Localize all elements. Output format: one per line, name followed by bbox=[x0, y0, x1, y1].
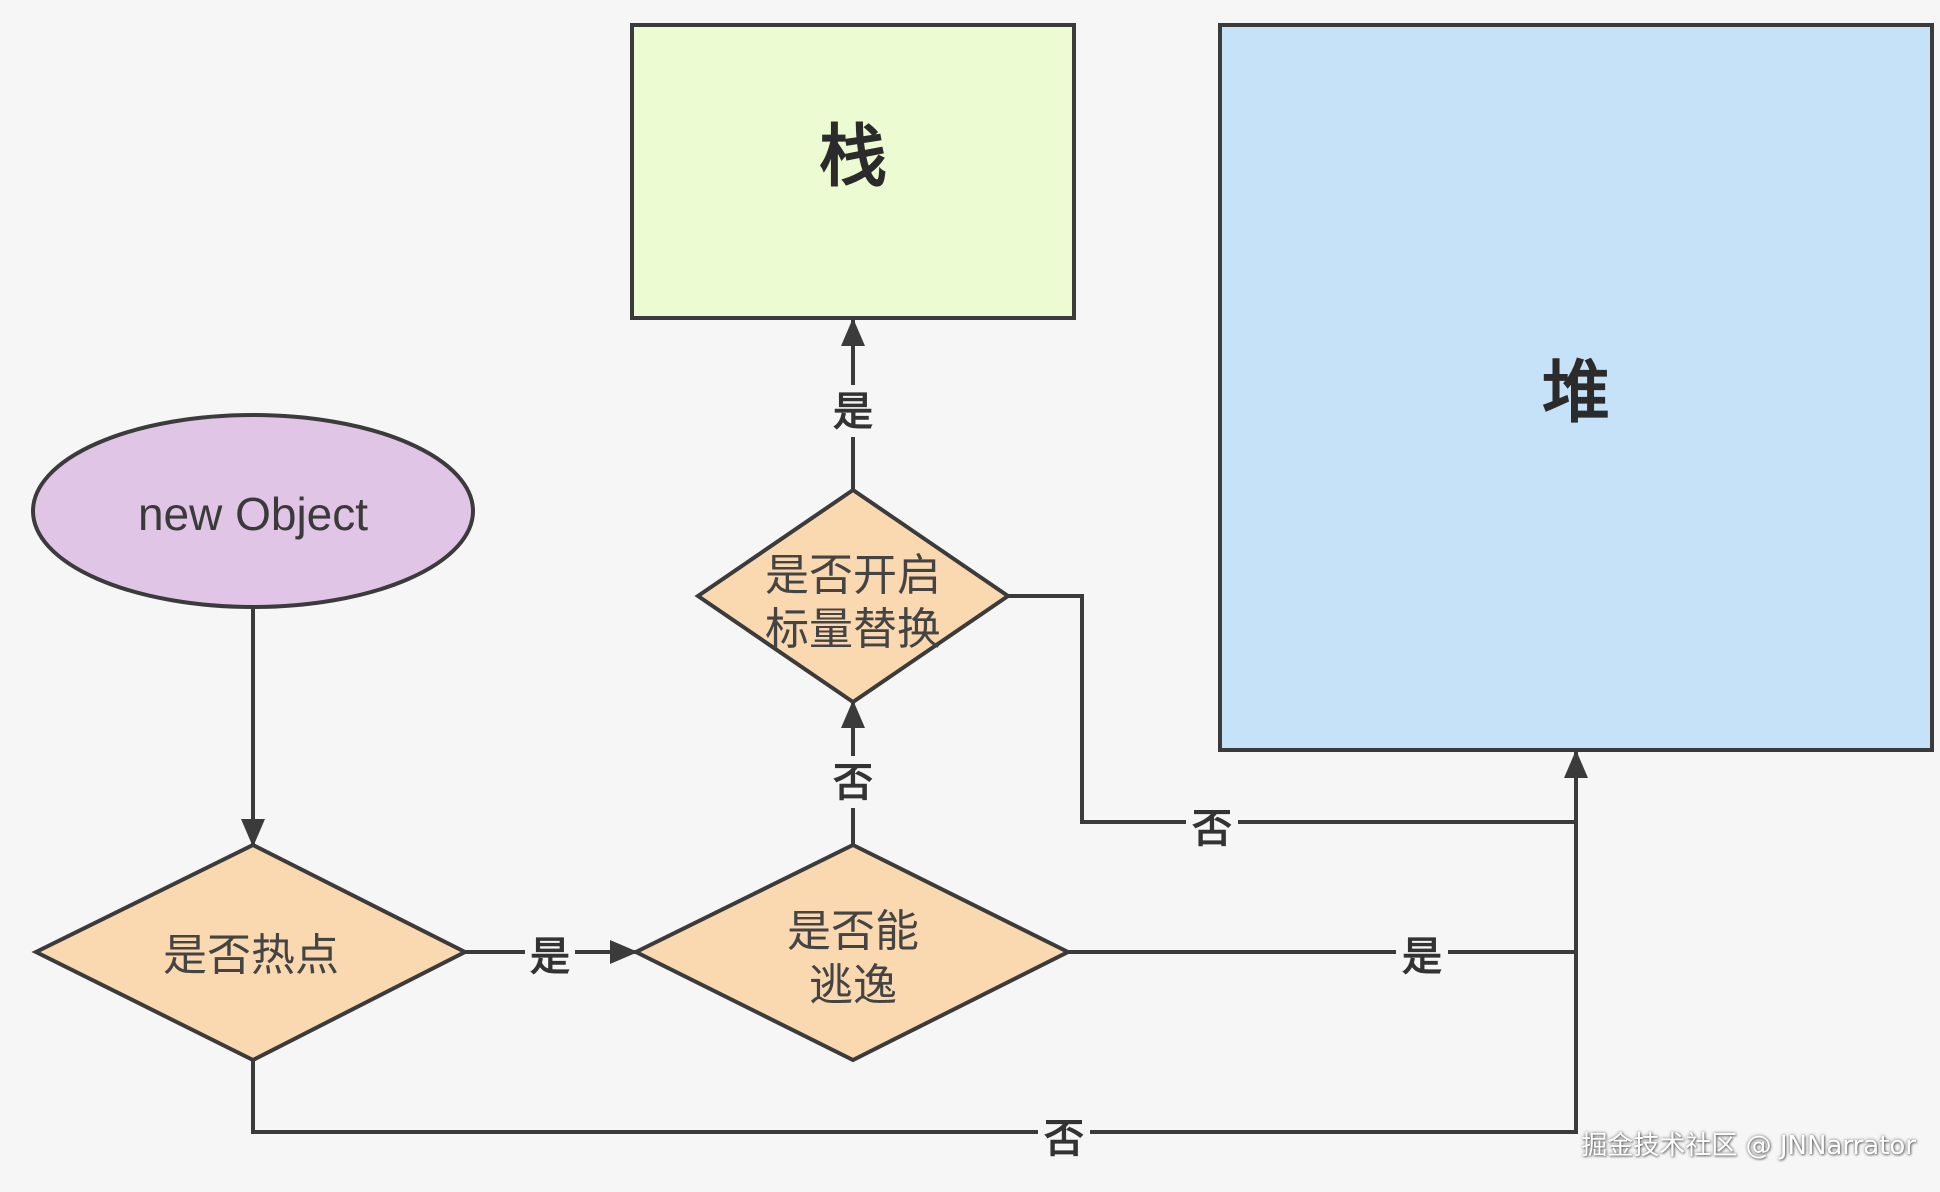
edge-scalar-no bbox=[1008, 594, 1576, 824]
scalar-label-line1: 是否开启 bbox=[765, 550, 941, 601]
watermark: 掘金技术社区 @ JNNarrator bbox=[1581, 1131, 1916, 1161]
escape-decision: 是否能 逃逸 bbox=[631, 842, 1073, 1063]
edge-label-hotspot-yes: 是 bbox=[530, 934, 570, 980]
stack-node: 栈 bbox=[630, 23, 1076, 320]
hotspot-label: 是否热点 bbox=[163, 930, 339, 981]
edge-labels: 是 否 否 是 是 否 bbox=[525, 385, 1448, 1162]
escape-label-line2: 逃逸 bbox=[809, 960, 897, 1011]
stack-label: 栈 bbox=[819, 118, 887, 197]
edge-hotspot-no bbox=[251, 1060, 1578, 1134]
escape-label-line1: 是否能 bbox=[787, 906, 919, 957]
edge-label-scalar-no: 否 bbox=[1192, 806, 1232, 852]
edge-label-scalar-yes: 是 bbox=[833, 389, 873, 435]
start-label: new Object bbox=[138, 488, 368, 540]
start-node: new Object bbox=[31, 413, 475, 609]
scalar-replace-decision: 是否开启 标量替换 bbox=[694, 487, 1012, 705]
heap-label: 堆 bbox=[1542, 354, 1610, 433]
scalar-label-line2: 标量替换 bbox=[765, 604, 941, 655]
edge-label-escape-yes: 是 bbox=[1402, 934, 1442, 980]
heap-node: 堆 bbox=[1218, 23, 1934, 752]
hotspot-decision: 是否热点 bbox=[31, 842, 470, 1063]
edge-label-hotspot-no: 否 bbox=[1044, 1116, 1084, 1162]
edge-label-escape-no: 否 bbox=[833, 760, 873, 806]
